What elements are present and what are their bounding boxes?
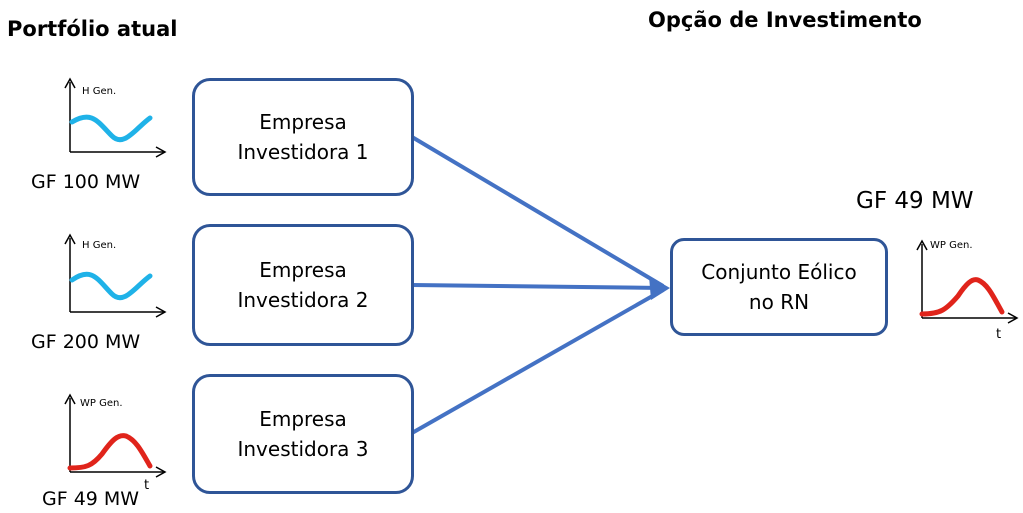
heading-investment-option: Opção de Investimento [648, 8, 922, 32]
portfolio-chart-3 [64, 393, 167, 478]
portfolio-3-caption: GF 49 MW [42, 488, 140, 510]
target-box-wind-farm: Conjunto Eólico no RN [670, 238, 888, 336]
portfolio-2-caption: GF 200 MW [31, 331, 141, 353]
y-axis-arrow [916, 239, 928, 251]
investment-caption: GF 49 MW [856, 188, 974, 214]
x-axis-arrow [155, 306, 167, 318]
arrow-company-1-to-target [410, 135, 665, 288]
wind-generation-curve [67, 433, 153, 471]
portfolio-1-caption: GF 100 MW [31, 171, 141, 193]
wind-generation-curve [919, 277, 1005, 317]
hydro-generation-curve [69, 114, 153, 143]
portfolio-chart-1 [64, 77, 167, 158]
heading-current-portfolio: Portfólio atual [7, 17, 178, 41]
arrow-company-2-to-target [411, 283, 664, 290]
portfolio-chart-2 [64, 233, 167, 318]
x-axis-arrow [1007, 312, 1019, 324]
arrow-company-3-to-target [411, 288, 664, 435]
investment-time-label: t [996, 327, 1002, 342]
arrowhead [649, 276, 670, 300]
x-axis-arrow [155, 146, 167, 158]
portfolio-3-time-label: t [144, 478, 150, 493]
company-3-label: Empresa Investidora 3 [237, 407, 369, 461]
target-label: Conjunto Eólico no RN [701, 260, 857, 314]
portfolio-3-axis-label: WP Gen. [80, 398, 123, 409]
company-box-1: Empresa Investidora 1 [192, 78, 414, 196]
company-box-3: Empresa Investidora 3 [192, 374, 414, 494]
company-1-label: Empresa Investidora 1 [237, 110, 369, 164]
investment-axis-label: WP Gen. [930, 240, 973, 251]
investment-chart [916, 239, 1019, 324]
hydro-generation-curve [69, 271, 153, 301]
portfolio-2-axis-label: H Gen. [82, 240, 117, 251]
company-2-label: Empresa Investidora 2 [237, 258, 369, 312]
y-axis-arrow [64, 393, 76, 405]
portfolio-1-axis-label: H Gen. [82, 86, 117, 97]
company-box-2: Empresa Investidora 2 [192, 224, 414, 346]
x-axis-arrow [155, 466, 167, 478]
y-axis-arrow [64, 77, 76, 89]
y-axis-arrow [64, 233, 76, 245]
